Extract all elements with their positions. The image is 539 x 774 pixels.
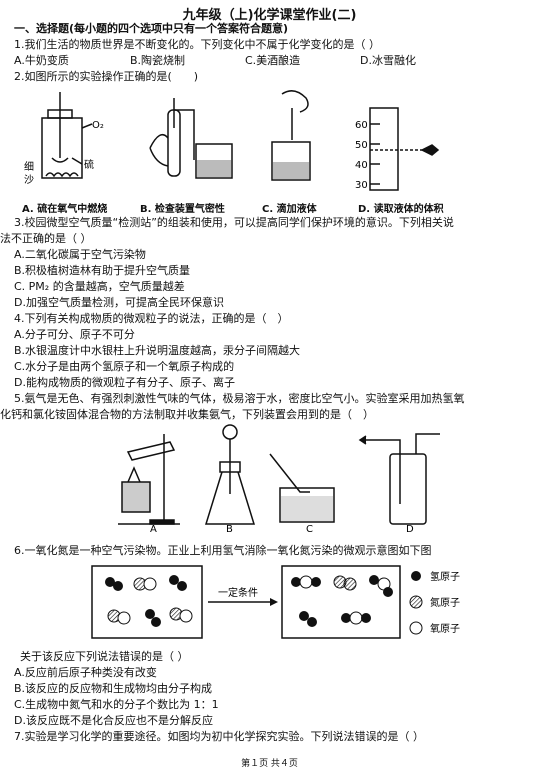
q6-option-d: D.该反应既不是化合反应也不是分解反应 [14, 714, 213, 727]
page-title: 九年级（上)化学课堂作业(二) [182, 8, 357, 23]
q2-caption-d: D. 读取液体的体积 [358, 204, 444, 215]
reaction-diagram: 一定条件 氢原子 氮原子 氧原子 [91, 565, 460, 639]
question-6-stem: 6.一氧化氮是一种空气污染物。正业上利用氢气消除一氧化氮污染的微观示意图如下图 [14, 544, 432, 557]
q1-option-d: D.冰雪融化 [360, 54, 416, 67]
sand-label-2: 沙 [24, 174, 34, 186]
question-5-stem-line2: 化钙和氯化铵固体混合物的方法制取并收集氨气，下列装置会用到的是（ ） [0, 408, 374, 421]
question-3-stem-line2: 法不正确的是（ ） [0, 232, 92, 245]
sulfur-label: 硫 [84, 158, 94, 171]
airtightness-figure [149, 98, 233, 179]
tick-60: 60 [355, 120, 368, 131]
reactant-molecules [105, 575, 193, 627]
legend-oxygen: 氧原子 [430, 622, 460, 635]
question-3-stem-line1: 3.校园微型空气质量“检测站”的组装和使用，可以提高同学们保护环境的意识。下列相… [14, 216, 454, 229]
question-4-stem: 4.下列有关构成物质的微观粒子的说法，正确的是（ ） [14, 312, 289, 325]
q6-option-b: B.该反应的反应物和生成物均由分子构成 [14, 682, 213, 695]
q1-option-c: C.美酒酿造 [245, 54, 301, 67]
question-2-stem: 2.如图所示的实验操作正确的是( ) [14, 70, 199, 83]
q4-option-d: D.能构成物质的微观粒子有分子、原子、离子 [14, 376, 235, 389]
q3-option-b: B.积极植树造林有助于提升空气质量 [14, 264, 191, 277]
q2-caption-c: C. 滴加液体 [262, 204, 317, 215]
product-box [281, 565, 401, 639]
q2-caption-b: B. 检查装置气密性 [140, 204, 225, 215]
q1-option-a: A.牛奶变质 [14, 54, 69, 67]
page-footer: 第１页 共４页 [241, 759, 298, 769]
q3-option-a: A.二氧化碳属于空气污染物 [14, 248, 146, 261]
q6-sub-question: 关于该反应下列说法错误的是（ ） [20, 650, 189, 663]
gas-jar-figure [41, 92, 93, 179]
reaction-legend [409, 571, 423, 635]
q6-option-a: A.反应前后原子种类没有改变 [14, 666, 157, 679]
apparatus-label-b: B [226, 524, 233, 534]
q4-option-b: B.水银温度计中水银柱上升说明温度越高，汞分子间隔越大 [14, 344, 301, 357]
q3-option-c: C. PM₂ 的含量越高，空气质量越差 [14, 280, 185, 293]
question-5-stem-line1: 5.氨气是无色、有强烈刺激性气味的气体，极易溶于水，密度比空气小。实验室采用加热… [14, 392, 465, 405]
q2-caption-a: A. 硫在氧气中燃烧 [22, 204, 108, 215]
flask-with-funnel [204, 424, 256, 525]
question-7-stem: 7.实验是学习化学的重要途径。如图均为初中化学探究实验。下列说法错误的是（ ） [14, 730, 424, 743]
reactant-box [91, 565, 203, 639]
cylinder-figure [369, 107, 440, 191]
q5-apparatus-figures: A B C D [118, 424, 440, 534]
legend-nitrogen: 氮原子 [430, 596, 460, 609]
apparatus-label-a: A [150, 524, 157, 534]
reaction-condition: 一定条件 [218, 586, 258, 599]
q4-option-a: A.分子可分、原子不可分 [14, 328, 135, 341]
section-heading: 一、选择题(每小题的四个选项中只有一个答案符合题意) [14, 22, 289, 35]
gas-bottle [358, 433, 440, 525]
heating-apparatus [118, 434, 180, 525]
o2-label: O₂ [92, 120, 104, 131]
apparatus-label-d: D [406, 524, 414, 534]
tick-40: 40 [355, 160, 368, 171]
q2-figures: O₂ 硫 细 沙 60 50 40 30 [24, 90, 440, 191]
dropper-figure [271, 90, 311, 181]
question-1-stem: 1.我们生活的物质世界是不断变化的。下列变化中不属于化学变化的是（ ） [14, 38, 380, 51]
water-trough [269, 453, 335, 523]
tick-50: 50 [355, 140, 368, 151]
sand-label-1: 细 [24, 160, 34, 173]
tick-30: 30 [355, 180, 368, 191]
q4-option-c: C.水分子是由两个氢原子和一个氧原子构成的 [14, 360, 235, 373]
product-molecules [291, 575, 393, 627]
apparatus-label-c: C [306, 524, 313, 534]
q1-option-b: B.陶瓷烧制 [130, 54, 186, 67]
q3-option-d: D.加强空气质量检测，可提高全民环保意识 [14, 296, 224, 309]
q6-option-c: C.生成物中氮气和水的分子个数比为 1：1 [14, 698, 219, 711]
legend-hydrogen: 氢原子 [430, 570, 460, 583]
